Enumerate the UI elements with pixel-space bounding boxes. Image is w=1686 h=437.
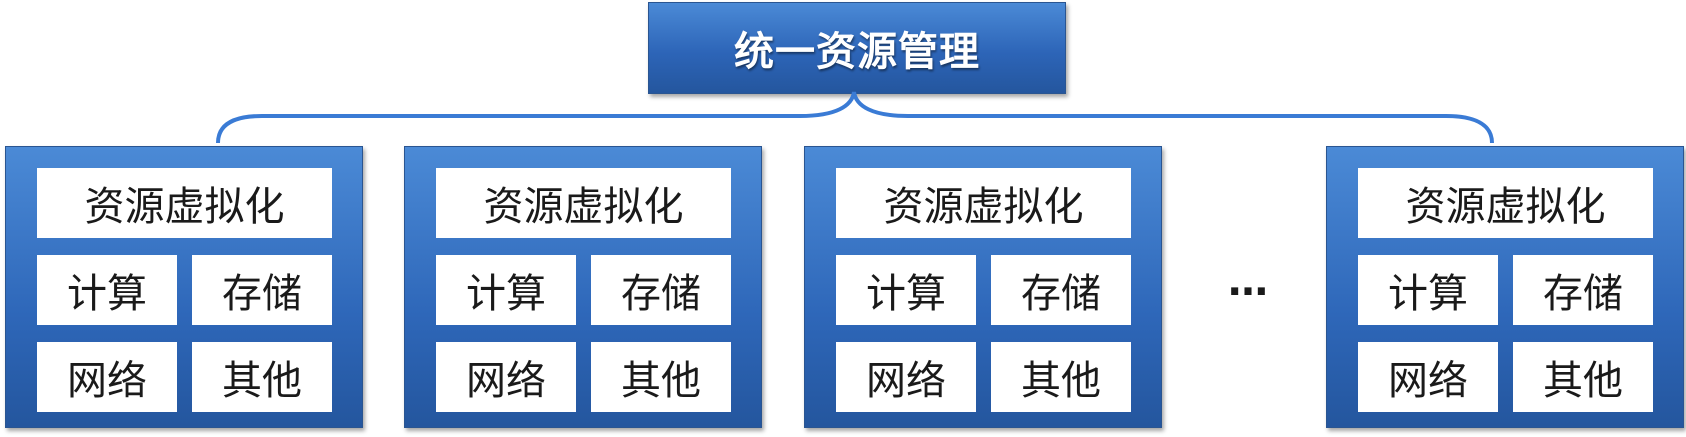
cell-storage: 存储: [1513, 255, 1653, 325]
unit-header: 资源虚拟化: [37, 168, 332, 238]
unit-header: 资源虚拟化: [436, 168, 731, 238]
cell-network: 网络: [436, 342, 576, 412]
cell-other: 其他: [192, 342, 332, 412]
unit-header: 资源虚拟化: [836, 168, 1131, 238]
cell-compute: 计算: [1358, 255, 1498, 325]
cell-compute: 计算: [836, 255, 976, 325]
cell-network: 网络: [836, 342, 976, 412]
unit-header: 资源虚拟化: [1358, 168, 1653, 238]
cell-storage: 存储: [591, 255, 731, 325]
unified-resource-management-box: 统一资源管理: [648, 2, 1066, 94]
virtualization-unit-2: 资源虚拟化 计算 存储 网络 其他: [404, 146, 762, 428]
more-units-ellipsis: …: [1228, 259, 1268, 305]
virtualization-unit-4: 资源虚拟化 计算 存储 网络 其他: [1326, 146, 1684, 428]
cell-storage: 存储: [991, 255, 1131, 325]
cell-other: 其他: [591, 342, 731, 412]
brace-path: [216, 91, 1494, 144]
cell-other: 其他: [1513, 342, 1653, 412]
cell-network: 网络: [37, 342, 177, 412]
virtualization-unit-1: 资源虚拟化 计算 存储 网络 其他: [5, 146, 363, 428]
cell-other: 其他: [991, 342, 1131, 412]
cell-storage: 存储: [192, 255, 332, 325]
cell-compute: 计算: [436, 255, 576, 325]
virtualization-unit-3: 资源虚拟化 计算 存储 网络 其他: [804, 146, 1162, 428]
cell-compute: 计算: [37, 255, 177, 325]
top-title: 统一资源管理: [734, 29, 980, 75]
cell-network: 网络: [1358, 342, 1498, 412]
